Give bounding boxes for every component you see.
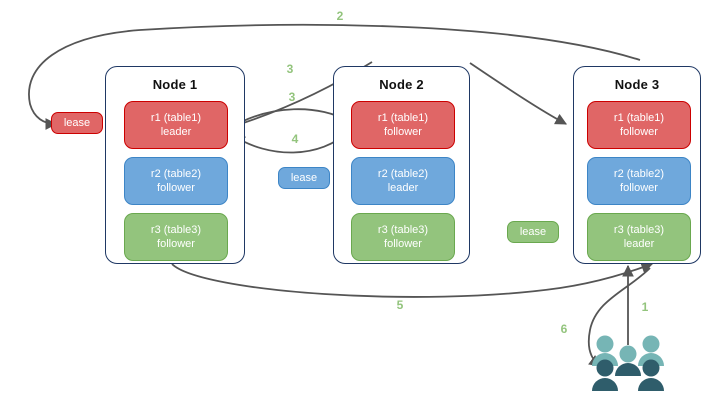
edge-3-to-node3 [469, 62, 568, 125]
node-title: Node 3 [614, 77, 660, 92]
replica-role: leader [387, 182, 419, 194]
replica-node2-r1[interactable]: r1 (table1) follower [351, 101, 455, 149]
replica-name: r1 (table1) [377, 112, 429, 124]
step-label-2: 2 [336, 9, 344, 23]
replica-node1-r2[interactable]: r2 (table2) follower [124, 157, 228, 205]
edge-3-lower [229, 108, 352, 129]
step-label-6: 6 [560, 322, 568, 336]
step-label-5: 5 [396, 298, 404, 312]
users-icon [592, 335, 664, 391]
node-title: Node 1 [152, 77, 198, 92]
step-label-3-upper: 3 [286, 62, 294, 76]
replica-node2-r2[interactable]: r2 (table2) leader [351, 157, 455, 205]
replica-role: leader [160, 126, 192, 138]
replica-role: follower [620, 182, 658, 194]
lease-badge-r1[interactable]: lease [51, 112, 103, 134]
replica-node3-r1[interactable]: r1 (table1) follower [587, 101, 691, 149]
replica-name: r3 (table3) [613, 224, 665, 236]
lease-badge-r2[interactable]: lease [278, 167, 330, 189]
edge-5 [171, 262, 654, 298]
step-label-1: 1 [641, 300, 649, 314]
replica-role: follower [157, 182, 195, 194]
replica-node1-r3[interactable]: r3 (table3) follower [124, 213, 228, 261]
node-box-node1[interactable]: Node 1 r1 (table1) leader r2 (table2) fo… [105, 66, 245, 264]
replica-name: r3 (table3) [150, 224, 202, 236]
replica-name: r2 (table2) [377, 168, 429, 180]
node-title: Node 2 [379, 77, 424, 92]
node-box-node3[interactable]: Node 3 r1 (table1) follower r2 (table2) … [573, 66, 701, 264]
replica-name: r1 (table1) [613, 112, 665, 124]
step-label-3-lower: 3 [288, 90, 296, 104]
replica-name: r2 (table2) [150, 168, 202, 180]
replica-node2-r3[interactable]: r3 (table3) follower [351, 213, 455, 261]
replica-node3-r2[interactable]: r2 (table2) follower [587, 157, 691, 205]
replica-name: r1 (table1) [150, 112, 202, 124]
replica-role: follower [620, 126, 658, 138]
replica-role: follower [384, 126, 422, 138]
lease-badge-r3[interactable]: lease [507, 221, 559, 243]
replica-node1-r1[interactable]: r1 (table1) leader [124, 101, 228, 149]
replica-node3-r3[interactable]: r3 (table3) leader [587, 213, 691, 261]
node-box-node2[interactable]: Node 2 r1 (table1) follower r2 (table2) … [333, 66, 470, 264]
replica-role: follower [157, 238, 195, 250]
replica-name: r2 (table2) [613, 168, 665, 180]
step-label-4: 4 [291, 132, 299, 146]
replica-name: r3 (table3) [377, 224, 429, 236]
replica-role: leader [623, 238, 655, 250]
replica-role: follower [384, 238, 422, 250]
